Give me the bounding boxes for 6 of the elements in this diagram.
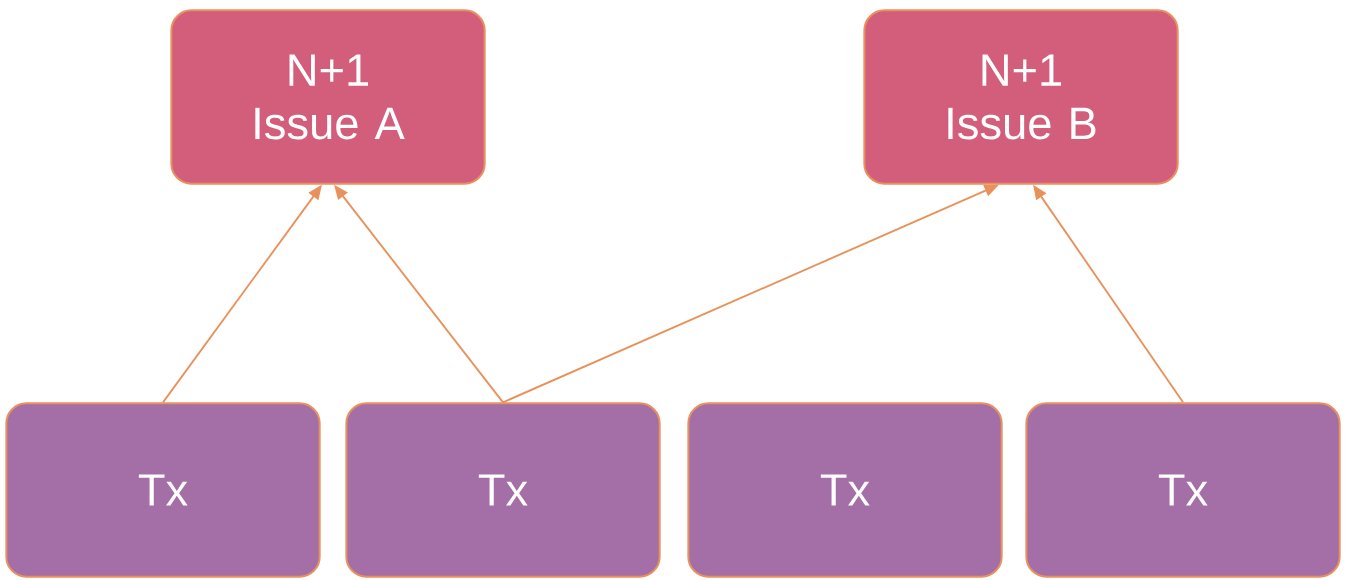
issue-box: N+1 Issue B [863,9,1179,185]
transaction-box: Tx [345,402,661,578]
transaction-box: Tx [5,402,321,578]
transaction-box: Tx [1025,402,1341,578]
issue-box: N+1 Issue A [170,9,486,185]
transaction-box: Tx [687,402,1003,578]
